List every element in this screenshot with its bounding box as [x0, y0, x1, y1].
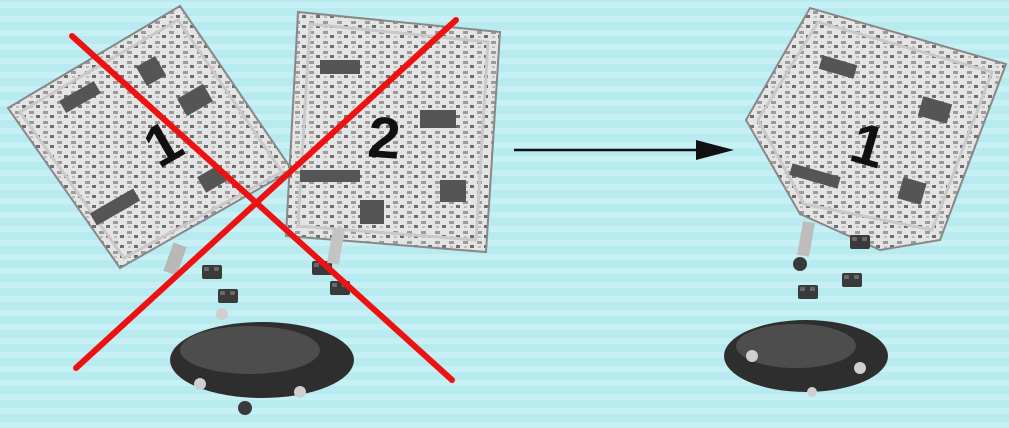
- bag-1-correct: 1: [746, 8, 1006, 250]
- brick-pile-correct: [724, 221, 888, 397]
- bag-2-crossed: 2: [286, 12, 500, 252]
- bag-2-label: 2: [366, 105, 403, 172]
- brick-pile-crossed: [163, 227, 354, 415]
- transition-arrow: [514, 140, 734, 160]
- bag-1-crossed: 1: [8, 6, 292, 268]
